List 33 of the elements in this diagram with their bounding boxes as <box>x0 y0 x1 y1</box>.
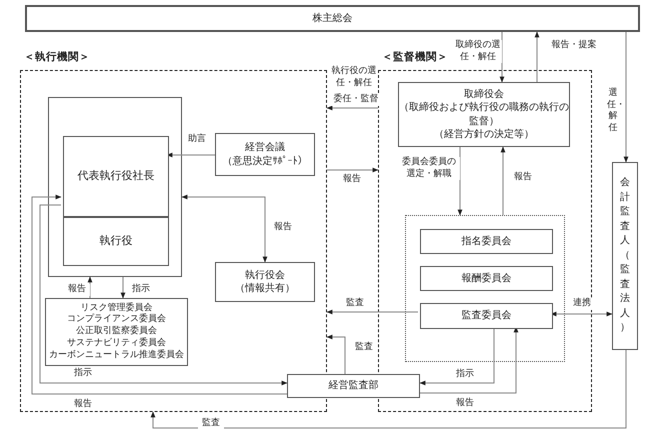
group-heading: ＜監督機関＞ <box>382 50 448 64</box>
process-box: 経営会議 （意思決定ｻﾎﾟｰﾄ） <box>215 133 315 176</box>
process-box: 指名委員会 <box>420 229 553 254</box>
process-box: 執行役 <box>63 217 169 266</box>
arrow <box>181 194 268 263</box>
group-frame <box>48 97 182 277</box>
edge-label: 監査 <box>198 418 224 430</box>
arrow <box>534 31 540 82</box>
group-frame <box>405 215 565 362</box>
arrow <box>500 32 504 83</box>
arrow <box>624 32 628 163</box>
arrow <box>88 276 92 298</box>
process-box: 会計監査人（監査法人） <box>612 162 638 350</box>
process-box: 執行役会 （情報共有） <box>215 262 315 302</box>
arrow <box>326 168 379 172</box>
arrow <box>326 106 378 110</box>
edge-label: 執行役の選任・解任 <box>330 66 378 90</box>
arrow <box>458 146 462 216</box>
arrow <box>150 350 626 428</box>
arrow <box>120 276 126 299</box>
arrow <box>326 334 346 374</box>
process-box: 株主総会 <box>25 5 640 32</box>
process-box: 代表執行役社長 <box>63 136 169 217</box>
process-box: 報酬委員会 <box>420 266 553 291</box>
group-heading: ＜執行機関＞ <box>24 50 90 64</box>
arrow <box>500 146 506 216</box>
arrow <box>419 326 494 386</box>
process-box: 取締役会 （取締役および執行役の職務の執行の監督） （経営方針の決定等） <box>398 82 570 147</box>
process-box: リスク管理委員会 コンプライアンス委員会 公正取引監察委員会 サステナビリティ委員会 カーボンニュートラル推進委員会 <box>45 298 188 366</box>
arrow <box>326 310 418 314</box>
edge-label: 取締役の選任・解任 <box>454 40 502 64</box>
process-box: 監査委員会 <box>420 303 553 329</box>
process-box: 経営監査部 <box>287 374 420 398</box>
